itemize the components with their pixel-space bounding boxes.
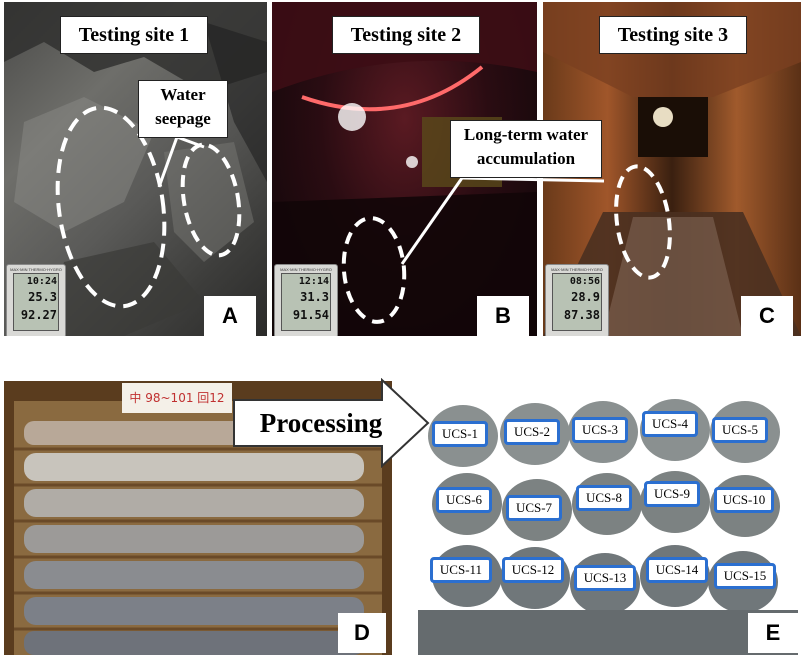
meter-temperature: 25.3 xyxy=(28,290,57,304)
sample-tag: UCS-6 xyxy=(436,487,492,513)
annotation-line: Long-term water xyxy=(463,125,589,144)
core-rows xyxy=(24,421,364,655)
panel-letter: A xyxy=(204,296,256,336)
sample-tag: UCS-4 xyxy=(642,411,698,437)
panel-letter: D xyxy=(338,613,386,653)
meter-humidity: 87.38 xyxy=(563,308,600,322)
hygrometer: MAX·MIN THERMO·HYGRO 12:14 31.3 91.54 xyxy=(274,264,338,336)
sample-tag: UCS-9 xyxy=(644,481,700,507)
sample-tag: UCS-7 xyxy=(506,495,562,521)
site-label: Testing site 3 xyxy=(599,16,747,54)
panel-e-photo: UCS-1 UCS-2 UCS-3 UCS-4 UCS-5 UCS-6 UCS-… xyxy=(398,381,803,655)
site-label: Testing site 1 xyxy=(60,16,208,54)
meter-humidity: 92.27 xyxy=(20,308,57,322)
processing-arrow: Processing xyxy=(232,378,432,468)
annotation-line: Water xyxy=(160,85,206,104)
sample-tag: UCS-8 xyxy=(576,485,632,511)
meter-humidity: 91.54 xyxy=(292,308,329,322)
panel-a-photo: Testing site 1 Water seepage MAX·MIN THE… xyxy=(4,2,267,336)
meter-temperature: 31.3 xyxy=(300,290,329,304)
meter-time: 12:14 xyxy=(298,276,329,287)
panel-letter: E xyxy=(748,613,798,653)
callout-line xyxy=(157,136,179,188)
sample-tag: UCS-5 xyxy=(712,417,768,443)
meter-time: 08:56 xyxy=(569,276,600,287)
hygrometer: MAX·MIN THERMO·HYGRO 08:56 28.9 87.38 xyxy=(545,264,609,336)
callout-line xyxy=(400,177,464,265)
hygrometer: MAX·MIN THERMO·HYGRO 10:24 25.3 92.27 xyxy=(6,264,66,336)
meter-temperature: 28.9 xyxy=(571,290,600,304)
sample-tag: UCS-10 xyxy=(714,487,774,513)
annotation-line: seepage xyxy=(155,109,211,128)
panel-letter: C xyxy=(741,296,793,336)
sample-tag: UCS-3 xyxy=(572,417,628,443)
sample-tag: UCS-13 xyxy=(574,565,636,591)
core-box-label: 中 98~101 回12 xyxy=(122,383,232,413)
annotation-label: Long-term water accumulation xyxy=(450,120,602,178)
processing-label: Processing xyxy=(259,408,383,438)
annotation-line: accumulation xyxy=(476,149,576,168)
sample-tag: UCS-11 xyxy=(430,557,492,583)
water-ellipse xyxy=(341,216,407,324)
sample-tag: UCS-1 xyxy=(432,421,488,447)
annotation-label: Water seepage xyxy=(138,80,228,138)
sample-tag: UCS-2 xyxy=(504,419,560,445)
panel-letter: B xyxy=(477,296,529,336)
sample-tag: UCS-12 xyxy=(502,557,564,583)
sample-tag: UCS-15 xyxy=(714,563,776,589)
sample-tag: UCS-14 xyxy=(646,557,708,583)
seepage-ellipse-left xyxy=(55,105,167,309)
water-ellipse xyxy=(614,164,672,280)
callout-line xyxy=(176,135,205,149)
meter-time: 10:24 xyxy=(26,276,57,287)
site-label: Testing site 2 xyxy=(332,16,480,54)
